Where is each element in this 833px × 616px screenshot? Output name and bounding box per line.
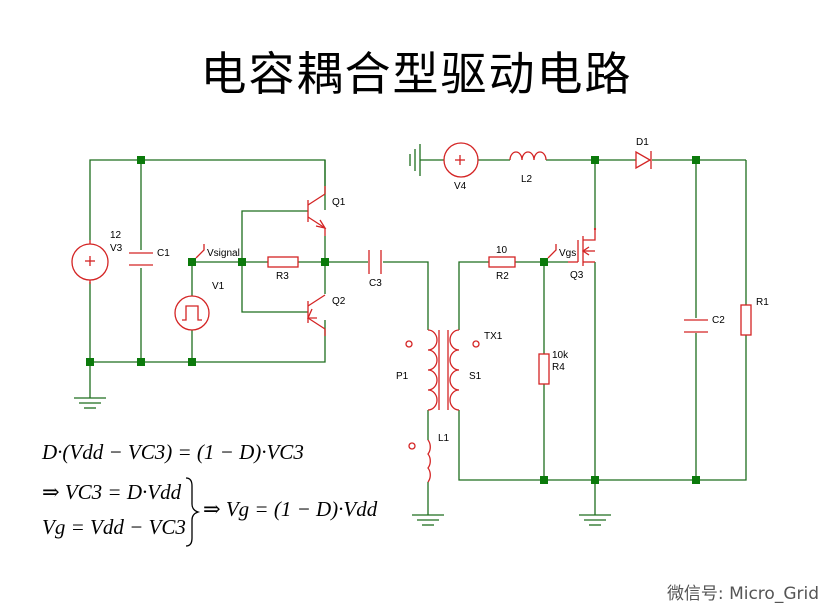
capacitor-c1 — [129, 252, 153, 266]
dc-source-v3 — [71, 240, 109, 284]
label-v1: V1 — [212, 281, 225, 292]
label-r2: R2 — [496, 271, 509, 282]
wire — [383, 261, 429, 330]
page-title: 电容耦合型驱动电路 — [200, 47, 633, 101]
mosfet-q3 — [568, 227, 597, 266]
ground-icon — [412, 514, 444, 526]
label-l2: L2 — [521, 174, 533, 185]
ground-icon — [579, 514, 611, 526]
junction-node — [188, 358, 196, 366]
junction-node — [188, 258, 196, 266]
label-q1: Q1 — [332, 197, 346, 208]
equation-1: D·(Vdd − VC3) = (1 − D)·VC3 — [42, 440, 304, 464]
wires — [89, 159, 747, 515]
resistor-r2 — [488, 256, 516, 268]
label-d1: D1 — [636, 137, 649, 148]
label-p1: P1 — [396, 371, 409, 382]
label-q3: Q3 — [570, 270, 584, 281]
junction-node — [137, 358, 145, 366]
equation-4: ⇒ Vg = (1 − D)·Vdd — [203, 497, 378, 521]
wire — [89, 159, 326, 240]
transformer-tx1 — [405, 329, 480, 411]
label-v3-value: 12 — [110, 230, 122, 241]
label-s1: S1 — [469, 371, 482, 382]
label-vgs: Vgs — [559, 248, 576, 259]
junction-node — [692, 156, 700, 164]
inductor-l2 — [509, 151, 547, 161]
label-v4: V4 — [454, 181, 467, 192]
watermark: 微信号: Micro_Grid — [666, 584, 819, 604]
resistor-r4 — [538, 353, 550, 385]
probe-vgs — [547, 244, 557, 259]
probe-vsignal — [195, 244, 205, 259]
junction-node — [591, 156, 599, 164]
label-c3: C3 — [369, 278, 382, 289]
transistor-q1 — [307, 160, 327, 236]
capacitor-c3 — [368, 250, 382, 274]
transistor-q2 — [306, 294, 326, 336]
capacitor-c2 — [684, 319, 708, 333]
inductor-l1 — [408, 439, 431, 483]
junction-node — [238, 258, 246, 266]
wire — [458, 261, 489, 330]
equation-brace — [185, 477, 201, 547]
label-vsignal: Vsignal — [207, 248, 240, 259]
junction-node — [540, 476, 548, 484]
resistor-r3 — [267, 256, 299, 268]
label-v3: V3 — [110, 243, 123, 254]
label-q2: Q2 — [332, 296, 346, 307]
label-r2-value: 10 — [496, 245, 508, 256]
junction-node — [540, 258, 548, 266]
label-c2: C2 — [712, 315, 725, 326]
junction-node — [591, 476, 599, 484]
junction-nodes — [86, 156, 700, 484]
pulse-source-v1 — [174, 295, 210, 331]
wire — [191, 261, 268, 296]
junction-node — [321, 258, 329, 266]
label-tx1: TX1 — [484, 331, 503, 342]
junction-node — [692, 476, 700, 484]
ground-symbols — [74, 144, 611, 526]
ground-icon — [74, 397, 106, 409]
resistor-r1 — [740, 304, 752, 336]
label-l1: L1 — [438, 433, 450, 444]
label-r4: R4 — [552, 362, 565, 373]
dc-source-v4 — [443, 142, 479, 178]
ground-icon — [409, 144, 421, 176]
equation-2: ⇒ VC3 = D·Vdd — [42, 480, 182, 504]
diode-d1 — [635, 150, 652, 170]
wire — [458, 335, 747, 481]
junction-node — [137, 156, 145, 164]
label-r4-value: 10k — [552, 350, 569, 361]
label-r1: R1 — [756, 297, 769, 308]
label-c1: C1 — [157, 248, 170, 259]
junction-node — [86, 358, 94, 366]
wire — [89, 282, 326, 363]
equation-3: Vg = Vdd − VC3 — [42, 515, 186, 539]
label-r3: R3 — [276, 271, 289, 282]
